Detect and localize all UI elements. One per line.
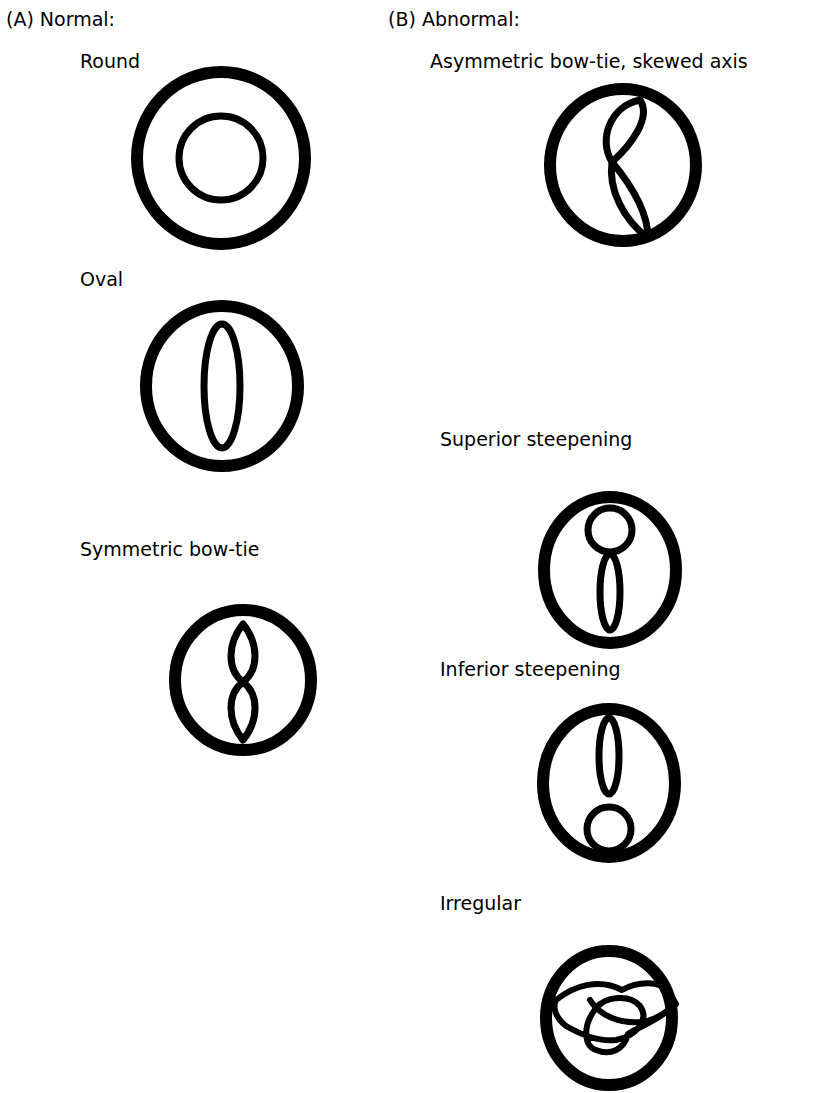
pattern-label: Superior steepening <box>440 428 632 450</box>
irregular-pattern <box>590 1000 676 1022</box>
pattern-label: Oval <box>80 268 123 290</box>
cornea-outline <box>543 709 675 857</box>
pattern-label: Symmetric bow-tie <box>80 538 260 560</box>
round-pattern <box>179 116 263 200</box>
cornea-outline <box>137 72 305 244</box>
asymmetric-bow-tie-pattern <box>611 162 648 238</box>
irregular-pattern <box>554 983 676 1052</box>
pattern-label: Asymmetric bow-tie, skewed axis <box>430 50 748 72</box>
steep-zone <box>587 807 631 851</box>
cornea-outline <box>544 497 676 643</box>
asymmetric-bow-tie-pattern <box>606 100 643 162</box>
section-heading: (B) Abnormal: <box>388 8 520 30</box>
cornea-outline <box>146 306 298 466</box>
flat-zone <box>600 554 620 630</box>
flat-zone <box>599 718 619 794</box>
pattern-label: Inferior steepening <box>440 658 621 680</box>
steep-zone <box>588 508 632 552</box>
section-heading: (A) Normal: <box>6 8 115 30</box>
pattern-label: Round <box>80 50 140 72</box>
pattern-label: Irregular <box>440 892 521 914</box>
cornea-outline <box>550 89 696 241</box>
oval-pattern <box>204 324 240 448</box>
cornea-outline <box>175 610 311 750</box>
bow-tie-pattern <box>231 624 255 740</box>
